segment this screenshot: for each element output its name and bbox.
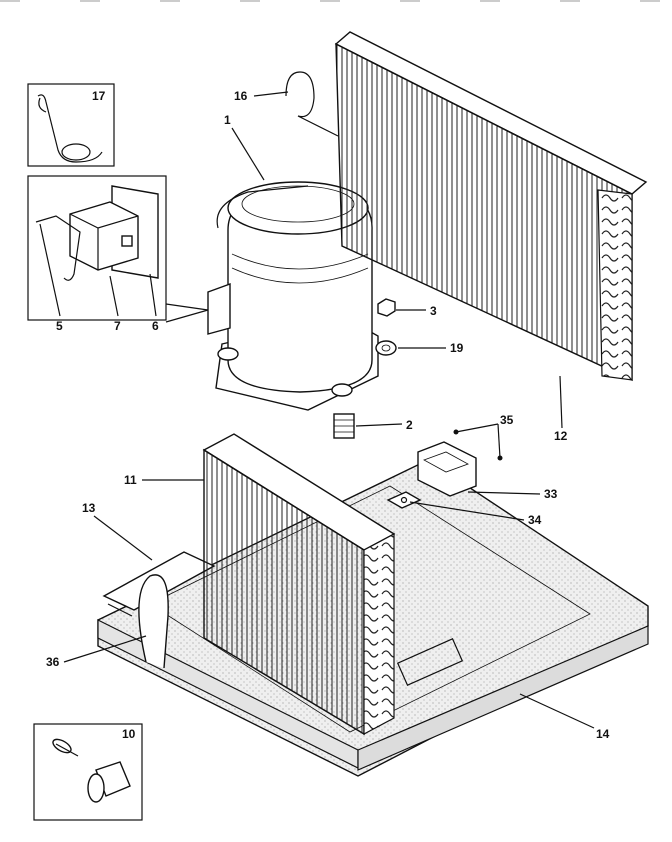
washer-part [375, 340, 397, 356]
callout-6: 6 [152, 319, 159, 333]
strap-loop [138, 574, 169, 669]
callout-13: 13 [82, 501, 96, 515]
callout-10: 10 [122, 727, 136, 741]
callout-35: 35 [500, 413, 514, 427]
evaporator-coil [202, 433, 396, 736]
callout-36: 36 [46, 655, 60, 669]
callout-33: 33 [544, 487, 558, 501]
callout-2: 2 [406, 418, 413, 432]
bracket-part [417, 441, 477, 497]
callout-14: 14 [596, 727, 610, 741]
capillary-tube [285, 71, 339, 137]
condenser-coil [334, 31, 648, 382]
callout-5: 5 [56, 319, 63, 333]
callout-12: 12 [554, 429, 568, 443]
inset-17-box [27, 83, 115, 167]
clip-part [386, 491, 422, 509]
callout-16: 16 [234, 89, 248, 103]
callout-17: 17 [92, 89, 106, 103]
relay-inset-box [27, 175, 167, 321]
leader-lines [39, 91, 595, 729]
callout-19: 19 [450, 341, 464, 355]
grommet-part [333, 413, 355, 439]
callout-34: 34 [528, 513, 542, 527]
callout-3: 3 [430, 304, 437, 318]
callout-1: 1 [224, 113, 231, 127]
capacitor-inset-box [33, 723, 143, 821]
callout-7: 7 [114, 319, 121, 333]
nut-part [377, 298, 396, 317]
callout-11: 11 [124, 473, 137, 487]
